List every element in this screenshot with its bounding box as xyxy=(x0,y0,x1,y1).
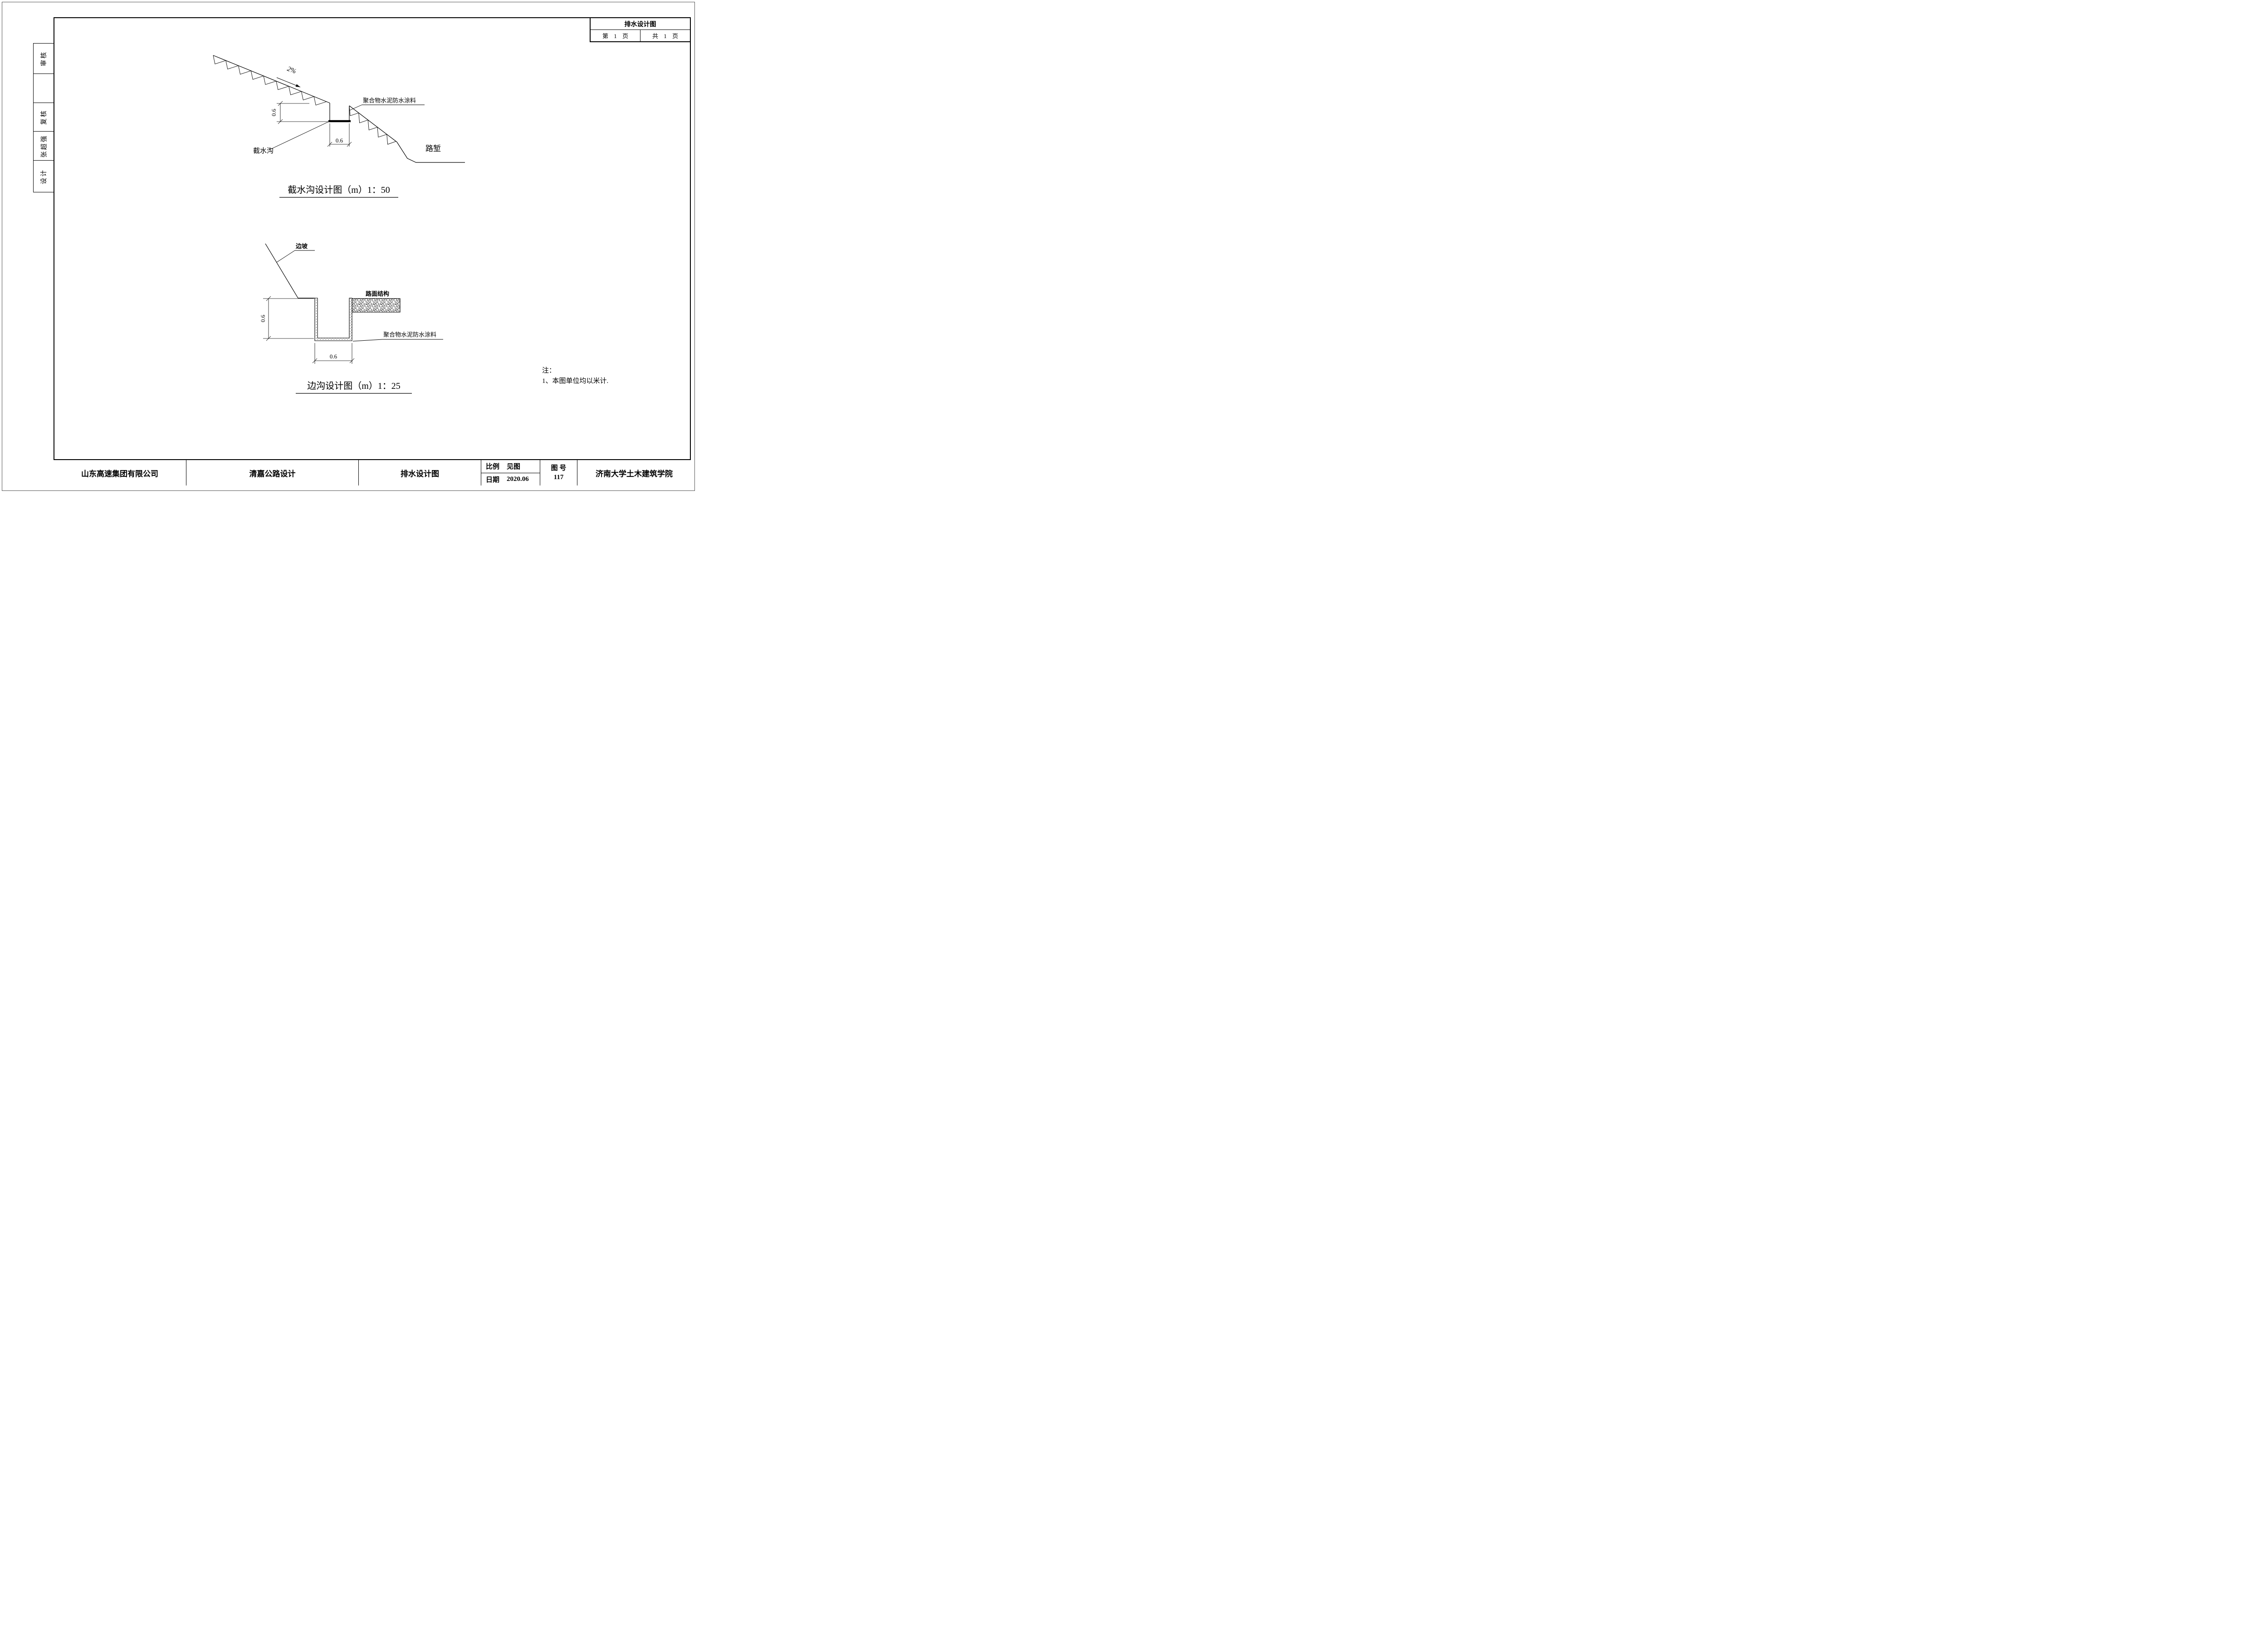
lower-slope-hatch xyxy=(349,105,396,145)
review-label: 审核 xyxy=(41,51,48,66)
company-cell: 山东高速集团有限公司 xyxy=(81,469,158,478)
ditch-label: 截水沟 xyxy=(253,147,274,155)
sheet-title: 排水设计图 xyxy=(591,18,690,30)
review-cell-name: 张超强 xyxy=(33,131,54,161)
slope-grade-arrowhead xyxy=(295,84,300,87)
institute-cell: 济南大学土木建筑学院 xyxy=(577,460,691,485)
slope-grade-label: 2% xyxy=(286,65,298,75)
date-row: 日期 2020.06 xyxy=(481,473,540,486)
depth-dim-label: 0.6 xyxy=(259,314,266,322)
number-value: 117 xyxy=(553,474,564,481)
upper-slope-hatch xyxy=(213,55,327,106)
upper-slope-line xyxy=(213,55,330,103)
width-dimension xyxy=(327,123,352,147)
page-total: 共 1 页 xyxy=(640,30,690,41)
side-slope-line xyxy=(265,243,298,299)
cut-label: 路堑 xyxy=(425,144,441,153)
sheet-page-row: 第 1 页 共 1 页 xyxy=(591,30,690,41)
intercept-ditch-diagram: 2% 聚合物水泥防水涂料 0.6 0.6 截水沟 路堑 截水沟设计图（m）1：5… xyxy=(213,55,465,198)
review-cell-shenhe: 审核 xyxy=(33,43,54,74)
notes-item: 1、本图单位均以米计. xyxy=(542,377,609,385)
review-cell-empty xyxy=(33,74,54,103)
review-label: 复核 xyxy=(41,109,48,125)
diagram-title: 截水沟设计图（m）1：50 xyxy=(288,185,390,195)
diagram-title: 边沟设计图（m）1：25 xyxy=(307,381,401,391)
review-cell-sheji: 设计 xyxy=(33,160,54,192)
title-block: 山东高速集团有限公司 清嘉公路设计 排水设计图 比例 见图 日期 2020.06… xyxy=(54,459,691,485)
coating-leader-line xyxy=(352,339,383,342)
coating-label: 聚合物水泥防水涂料 xyxy=(363,97,416,104)
drawing-sheet: 审核 复核 张超强 设计 排水设计图 第 1 页 共 1 页 xyxy=(0,0,697,493)
outer-border xyxy=(2,2,695,491)
side-ditch-diagram: 边坡 路面结构 聚合物水泥防水涂料 0.6 0.6 边沟设计图（m）1：25 xyxy=(259,243,443,394)
width-dim-label: 0.6 xyxy=(330,353,337,360)
lower-slope-line xyxy=(349,105,397,142)
coating-label: 聚合物水泥防水涂料 xyxy=(383,331,436,338)
scale-label: 比例 xyxy=(486,463,500,471)
notes-block: 注： 1、本图单位均以米计. xyxy=(542,366,696,387)
roadbed-line xyxy=(396,142,465,163)
width-dim-label: 0.6 xyxy=(336,137,343,144)
slope-label: 边坡 xyxy=(295,243,308,250)
sheet-header-table: 排水设计图 第 1 页 共 1 页 xyxy=(590,17,691,42)
review-cell-fuhe: 复核 xyxy=(33,103,54,132)
width-dimension xyxy=(312,343,355,364)
review-label: 设计 xyxy=(41,168,48,184)
number-label: 图 号 xyxy=(551,464,567,472)
depth-dimension xyxy=(277,101,328,124)
coating-leader-line xyxy=(349,104,362,111)
scale-date-cell: 比例 见图 日期 2020.06 xyxy=(481,460,540,485)
project-cell: 清嘉公路设计 xyxy=(186,460,358,485)
pavement-structure-band xyxy=(352,298,401,313)
date-label: 日期 xyxy=(486,476,500,484)
notes-heading: 注： xyxy=(542,367,556,374)
drawing-number-cell: 图 号 117 xyxy=(540,460,577,485)
depth-dimension xyxy=(263,296,314,341)
page-current: 第 1 页 xyxy=(602,33,628,39)
depth-dim-label: 0.6 xyxy=(270,108,277,116)
drawing-title-cell: 排水设计图 xyxy=(358,460,481,485)
review-column: 审核 复核 张超强 设计 xyxy=(33,43,54,192)
pavement-label: 路面结构 xyxy=(366,290,389,297)
date-value: 2020.06 xyxy=(507,475,529,483)
scale-row: 比例 见图 xyxy=(481,460,540,473)
ditch-label-leader xyxy=(269,121,329,150)
ditch-lining-band xyxy=(314,298,352,341)
slope-label-leader xyxy=(276,250,295,263)
review-label: 张超强 xyxy=(41,134,48,157)
scale-value: 见图 xyxy=(507,463,521,471)
